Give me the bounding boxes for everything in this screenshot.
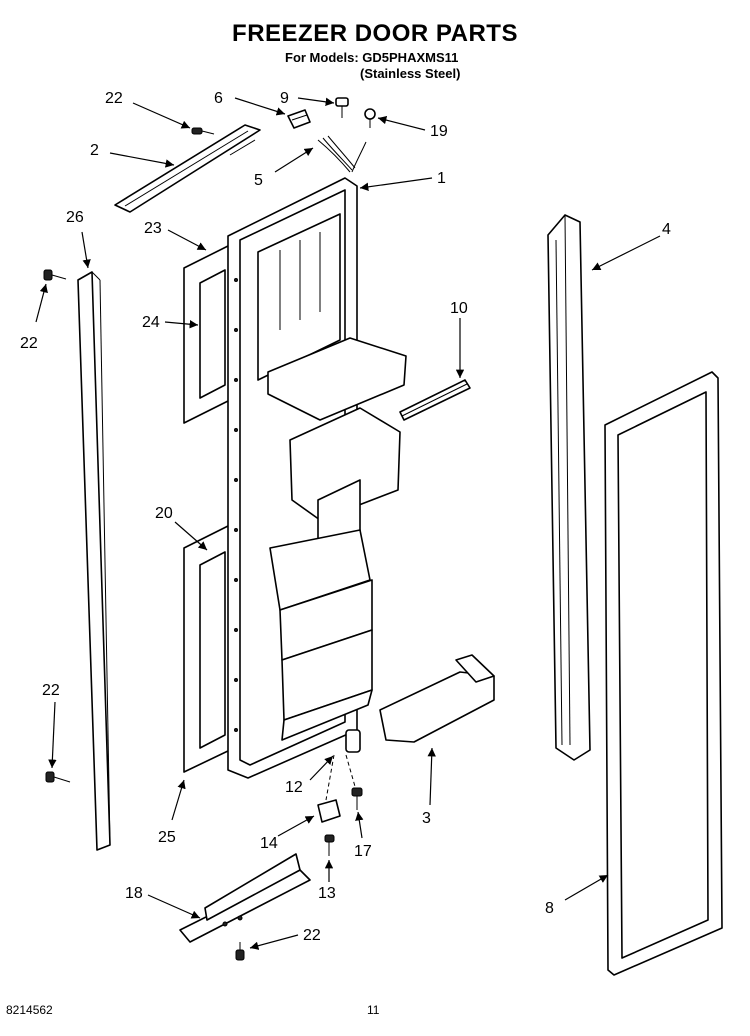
part-22-screw-bottom	[235, 942, 245, 961]
callout-5: 5	[254, 172, 263, 189]
part-22-screw-left-upper	[43, 269, 67, 281]
callout-17: 17	[354, 843, 372, 860]
callout-13: 13	[318, 885, 336, 902]
part-4-side-trim-right	[547, 214, 591, 761]
leader-lines	[35, 97, 661, 950]
part-10-dispenser-trim	[399, 379, 471, 421]
part-9-fastener	[335, 97, 349, 118]
page-number: 11	[367, 1003, 380, 1017]
page-title: FREEZER DOOR PARTS	[232, 20, 518, 47]
callout-25: 25	[158, 829, 176, 846]
part-20-lower-gasket	[183, 524, 231, 773]
callout-3: 3	[422, 810, 431, 827]
callout-14: 14	[260, 835, 278, 852]
model-info: For Models: GD5PHAXMS11 (Stainless Steel…	[285, 50, 460, 82]
part-6-connector	[287, 109, 311, 129]
part-18-bottom-trim	[179, 853, 311, 943]
callout-labels: 22 6 9 19 2 5 1 26 23 4 22 24 10 20 22 1…	[20, 90, 671, 944]
callout-6: 6	[214, 90, 223, 107]
callout-26: 26	[66, 209, 84, 226]
callout-23: 23	[144, 220, 162, 237]
part-8-door-gasket	[604, 371, 723, 976]
part-26-side-trim	[77, 271, 111, 851]
part-3-door-bin	[379, 654, 495, 743]
callout-22: 22	[42, 682, 60, 699]
callout-22: 22	[20, 335, 38, 352]
part-19-screw	[364, 108, 376, 128]
callout-20: 20	[155, 505, 173, 522]
callout-2: 2	[90, 142, 99, 159]
callout-1: 1	[437, 170, 446, 187]
part-22-screw-top	[191, 127, 215, 135]
part-2-top-trim	[114, 124, 261, 213]
callout-12: 12	[285, 779, 303, 796]
callout-22: 22	[303, 927, 321, 944]
callout-19: 19	[430, 123, 448, 140]
callout-18: 18	[125, 885, 143, 902]
model-finish: (Stainless Steel)	[360, 66, 461, 81]
callout-4: 4	[662, 221, 671, 238]
callout-8: 8	[545, 900, 554, 917]
callout-24: 24	[142, 314, 160, 331]
part-1-door-liner	[227, 177, 407, 779]
part-23-upper-gasket	[183, 244, 231, 424]
part-5-wire-harness	[317, 135, 367, 173]
liner-screw-holes	[234, 278, 238, 732]
callout-10: 10	[450, 300, 468, 317]
part-13-screw	[324, 834, 335, 856]
model-number: For Models: GD5PHAXMS11	[285, 50, 459, 65]
document-number: 8214562	[6, 1003, 53, 1017]
callout-9: 9	[280, 90, 289, 107]
callout-22: 22	[105, 90, 123, 107]
part-22-screw-left-lower	[45, 771, 71, 783]
part-17-screw	[351, 787, 363, 810]
part-14-hinge-bracket	[317, 799, 341, 823]
